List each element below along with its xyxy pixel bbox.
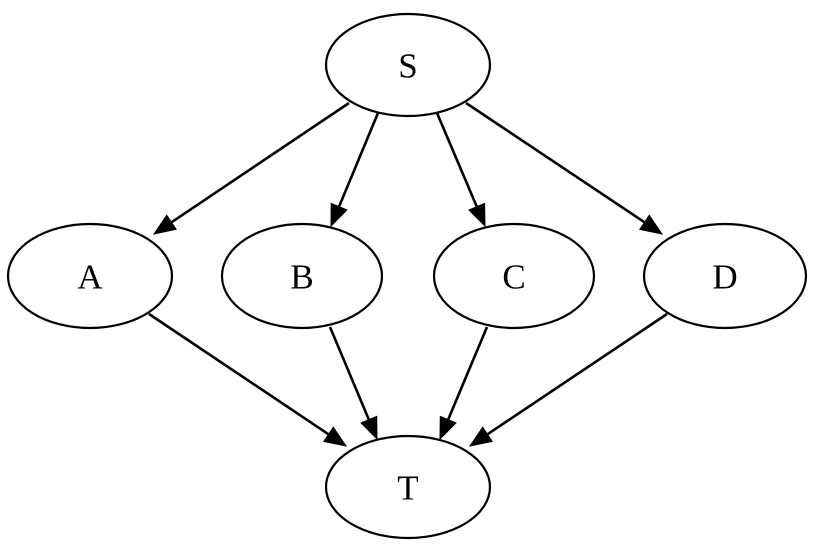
edge-line — [435, 112, 479, 210]
edge-s-c — [435, 112, 486, 228]
edge-arrowhead — [330, 202, 348, 228]
edge-b-t — [328, 326, 378, 441]
edge-arrowhead — [638, 214, 664, 235]
edge-line — [337, 112, 380, 209]
edges-layer — [148, 101, 668, 447]
edge-line — [169, 101, 350, 225]
node-ellipse[interactable] — [6, 222, 174, 330]
node-s[interactable]: S — [324, 12, 492, 118]
node-label: S — [398, 47, 417, 86]
edge-line — [148, 312, 331, 437]
node-ellipse[interactable] — [432, 222, 596, 330]
edge-arrowhead — [439, 415, 457, 441]
node-ellipse[interactable] — [642, 222, 808, 330]
node-label: D — [712, 258, 737, 297]
edge-line — [465, 101, 647, 225]
edge-arrowhead — [322, 426, 348, 447]
node-label: T — [397, 469, 418, 508]
edge-line — [446, 326, 489, 422]
node-label: B — [290, 258, 313, 297]
edge-arrowhead — [152, 214, 178, 235]
node-ellipse[interactable] — [220, 222, 384, 330]
edge-arrowhead — [360, 415, 378, 441]
node-d[interactable]: D — [642, 222, 808, 330]
edge-a-t — [148, 312, 348, 447]
node-ellipse[interactable] — [324, 434, 492, 540]
edge-s-b — [330, 112, 380, 228]
node-a[interactable]: A — [6, 222, 174, 330]
nodes-layer: S A B C D T — [6, 12, 808, 540]
edge-arrowhead — [468, 426, 494, 447]
edge-c-t — [439, 326, 489, 441]
edge-line — [485, 312, 668, 437]
node-label: C — [502, 258, 525, 297]
node-label: A — [77, 258, 103, 297]
node-c[interactable]: C — [432, 222, 596, 330]
node-t[interactable]: T — [324, 434, 492, 540]
edge-s-d — [465, 101, 664, 235]
node-b[interactable]: B — [220, 222, 384, 330]
node-ellipse[interactable] — [324, 12, 492, 118]
edge-s-a — [152, 101, 350, 235]
edge-d-t — [468, 312, 668, 447]
edge-arrowhead — [468, 202, 486, 228]
edge-line — [328, 326, 371, 422]
